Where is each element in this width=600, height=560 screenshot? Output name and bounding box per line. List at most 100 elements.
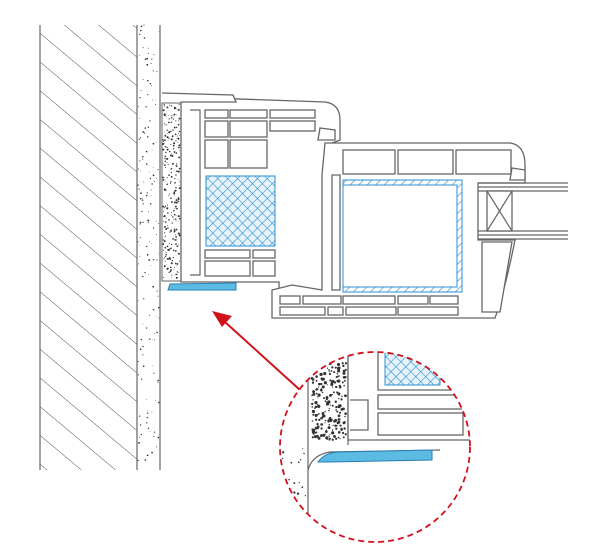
stipple-dot bbox=[337, 369, 341, 373]
stipple-dot bbox=[334, 366, 337, 369]
stipple-dot bbox=[178, 260, 180, 262]
stipple-dot bbox=[173, 268, 175, 270]
stipple-dot bbox=[153, 435, 155, 437]
stipple-dot bbox=[149, 171, 150, 173]
stipple-dot bbox=[178, 181, 180, 183]
stipple-dot bbox=[168, 219, 170, 221]
stipple-dot bbox=[137, 241, 139, 243]
stipple-dot bbox=[145, 150, 148, 153]
stipple-dot bbox=[333, 357, 336, 360]
stipple-dot bbox=[175, 120, 177, 122]
stipple-dot bbox=[344, 394, 347, 398]
stipple-dot bbox=[329, 433, 331, 435]
stipple-dot bbox=[146, 63, 149, 66]
stipple-dot bbox=[315, 431, 318, 434]
stipple-dot bbox=[175, 220, 177, 222]
stipple-dot bbox=[163, 258, 165, 260]
stipple-dot bbox=[166, 146, 168, 148]
stipple-dot bbox=[314, 405, 318, 409]
stipple-dot bbox=[174, 133, 177, 136]
stipple-dot bbox=[311, 406, 314, 408]
stipple-dot bbox=[174, 267, 175, 269]
stipple-dot bbox=[174, 262, 177, 265]
stipple-dot bbox=[171, 277, 173, 279]
stipple-dot bbox=[178, 220, 180, 222]
stipple-dot bbox=[147, 409, 149, 411]
stipple-dot bbox=[151, 411, 153, 413]
stipple-dot bbox=[162, 276, 164, 279]
stipple-dot bbox=[335, 427, 338, 430]
stipple-dot bbox=[162, 139, 164, 141]
stipple-dot bbox=[151, 99, 153, 101]
stipple-dot bbox=[166, 245, 169, 248]
stipple-dot bbox=[281, 451, 285, 454]
stipple-dot bbox=[317, 396, 319, 398]
stipple-dot bbox=[321, 412, 325, 415]
stipple-dot bbox=[146, 245, 148, 248]
stipple-dot bbox=[175, 234, 177, 236]
stipple-dot bbox=[177, 179, 179, 181]
stipple-dot bbox=[148, 164, 150, 166]
stipple-dot bbox=[338, 384, 342, 388]
stipple-dot bbox=[324, 419, 327, 422]
stipple-dot bbox=[315, 354, 318, 357]
stipple-dot bbox=[326, 367, 329, 369]
stipple-dot bbox=[139, 221, 142, 224]
stipple-dot bbox=[138, 138, 140, 140]
stipple-dot bbox=[140, 338, 142, 341]
stipple-dot bbox=[149, 338, 151, 340]
stipple-dot bbox=[320, 378, 324, 381]
stipple-dot bbox=[151, 58, 153, 60]
stipple-dot bbox=[342, 371, 346, 375]
stipple-dot bbox=[164, 160, 166, 162]
stipple-dot bbox=[138, 415, 141, 417]
stipple-dot bbox=[142, 276, 144, 278]
stipple-dot bbox=[317, 386, 320, 388]
stipple-dot bbox=[142, 353, 144, 355]
stipple-dot bbox=[165, 252, 167, 254]
stipple-dot bbox=[178, 103, 180, 105]
stipple-dot bbox=[320, 416, 323, 420]
stipple-dot bbox=[336, 424, 338, 427]
stipple-dot bbox=[138, 263, 140, 265]
stipple-dot bbox=[170, 175, 173, 178]
stipple-dot bbox=[162, 177, 164, 179]
stipple-dot bbox=[153, 431, 156, 433]
stipple-dot bbox=[157, 295, 159, 297]
stipple-dot bbox=[333, 355, 337, 359]
stipple-dot bbox=[163, 265, 166, 268]
stipple-dot bbox=[169, 231, 171, 233]
stipple-dot bbox=[163, 216, 165, 217]
stipple-dot bbox=[162, 143, 165, 146]
stipple-dot bbox=[163, 221, 165, 223]
stipple-dot bbox=[164, 235, 166, 237]
stipple-dot bbox=[168, 258, 170, 260]
stipple-dot bbox=[143, 24, 145, 26]
stipple-dot bbox=[318, 412, 320, 415]
stipple-dot bbox=[163, 142, 165, 144]
stipple-dot bbox=[137, 374, 139, 376]
stipple-dot bbox=[320, 361, 324, 365]
stipple-dot bbox=[331, 438, 334, 441]
stipple-dot bbox=[142, 355, 144, 357]
stipple-dot bbox=[166, 157, 169, 160]
stipple-dot bbox=[163, 215, 166, 218]
stipple-dot bbox=[293, 502, 295, 504]
stipple-dot bbox=[344, 433, 347, 436]
stipple-dot bbox=[178, 120, 180, 122]
stipple-dot bbox=[144, 298, 145, 300]
stipple-dot bbox=[139, 160, 141, 162]
stipple-dot bbox=[296, 492, 300, 495]
stipple-dot bbox=[325, 436, 329, 440]
stipple-dot bbox=[164, 205, 167, 208]
stipple-dot bbox=[164, 124, 166, 126]
stipple-dot bbox=[336, 362, 341, 367]
stipple-dot bbox=[337, 414, 341, 418]
stipple-dot bbox=[172, 118, 175, 120]
stipple-dot bbox=[149, 82, 152, 85]
stipple-dot bbox=[173, 142, 176, 145]
stipple-dot bbox=[154, 339, 156, 341]
stipple-dot bbox=[179, 134, 181, 136]
stipple-dot bbox=[174, 250, 177, 252]
stipple-dot bbox=[173, 113, 176, 116]
